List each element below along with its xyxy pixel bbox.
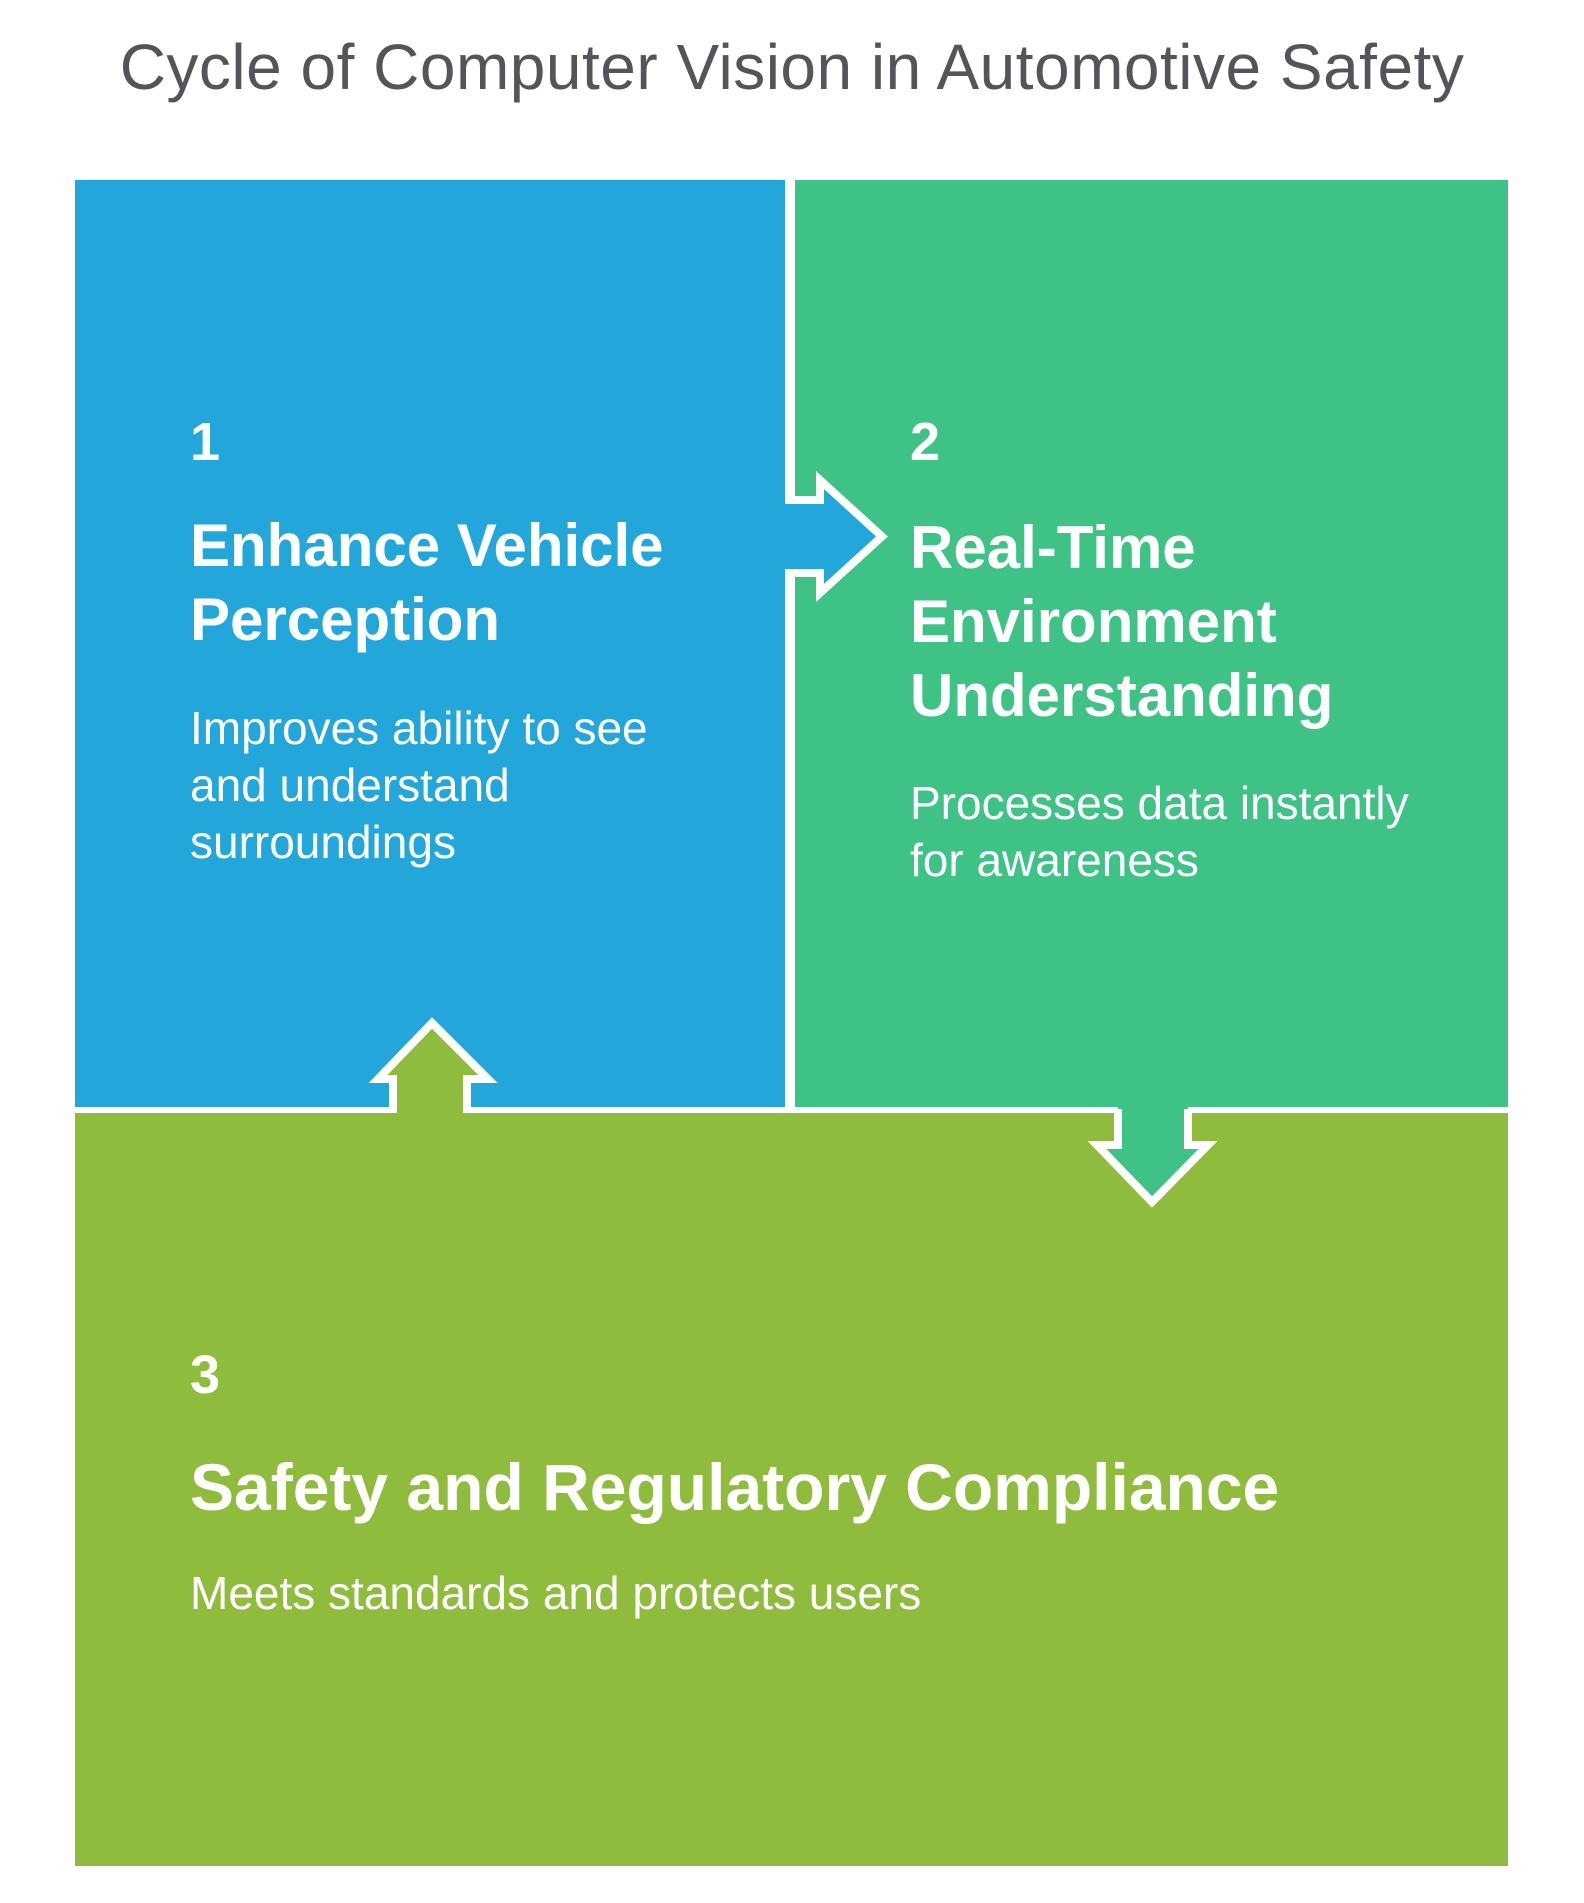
step-2-heading: Real-Time Environment Understanding	[910, 514, 1334, 729]
arrow-step2-to-step3-icon	[1087, 1088, 1218, 1208]
step-2-description: Processes data instantly for awareness	[910, 777, 1409, 886]
step-2-number: 2	[910, 412, 941, 472]
arrow-step1-to-step2-icon	[770, 470, 888, 603]
arrow-step3-to-step1-icon	[368, 1017, 498, 1135]
step-2-panel: 2 Real-Time Environment Understanding Pr…	[795, 180, 1508, 1107]
step-1-panel: 1 Enhance Vehicle Perception Improves ab…	[75, 180, 785, 1107]
step-3-number: 3	[190, 1345, 221, 1405]
step-1-description: Improves ability to see and understand s…	[190, 702, 648, 868]
step-1-number: 1	[190, 412, 221, 472]
step-1-heading: Enhance Vehicle Perception	[190, 512, 664, 653]
step-3-panel: 3 Safety and Regulatory Compliance Meets…	[75, 1113, 1508, 1866]
step-3-heading: Safety and Regulatory Compliance	[190, 1450, 1280, 1524]
step-3-description: Meets standards and protects users	[190, 1567, 922, 1619]
page-title: Cycle of Computer Vision in Automotive S…	[119, 31, 1465, 103]
